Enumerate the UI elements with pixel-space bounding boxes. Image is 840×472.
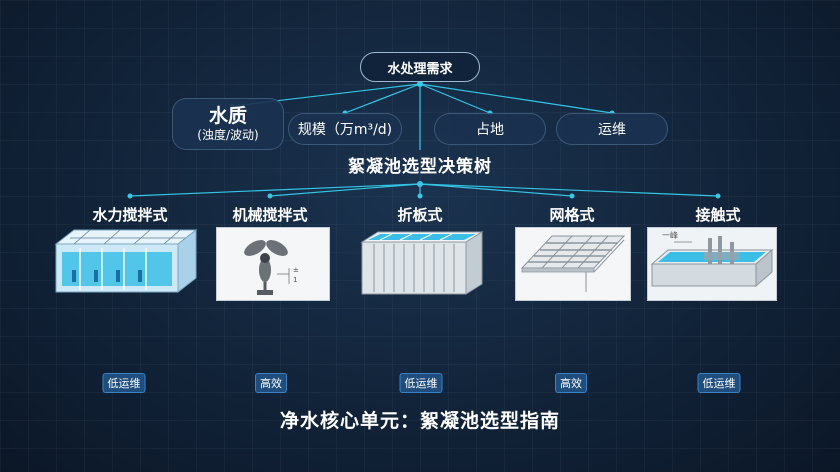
- hydraulic-tank-illustration: [54, 228, 198, 294]
- badge-mechanical: 高效: [255, 373, 287, 393]
- type-label-grid: 网格式: [549, 206, 595, 224]
- node-hydraulic: [127, 193, 133, 199]
- connector-om: [419, 83, 613, 114]
- mechanical-mixer-illustration: ± 1: [216, 227, 330, 301]
- contact-mark: 一峰: [662, 231, 678, 240]
- type-label-mechanical: 机械搅拌式: [232, 206, 308, 224]
- node-tree: [417, 181, 423, 187]
- need-scale-label: 规模（万m³/d): [297, 122, 393, 138]
- badge-baffle: 低运维: [399, 373, 443, 393]
- need-scale: 规模（万m³/d): [288, 113, 402, 145]
- need-om: 运维: [556, 113, 668, 145]
- root-node: 水处理需求: [360, 52, 480, 82]
- node-mechanical: [267, 193, 273, 199]
- type-label-baffle: 折板式: [397, 206, 443, 224]
- mixer-mark-one: 1: [293, 276, 298, 284]
- contact-tank-illustration: 一峰: [647, 227, 777, 301]
- tree-title: 絮凝池选型决策树: [348, 157, 492, 177]
- badge-contact: 低运维: [697, 373, 741, 393]
- badge-hydraulic: 低运维: [102, 373, 146, 393]
- connector-scale: [344, 83, 421, 114]
- need-water-quality-label: 水质: [208, 105, 247, 127]
- need-water-quality-sub: (浊度/波动): [197, 128, 259, 142]
- connector-grid: [419, 183, 573, 197]
- node-contact: [715, 193, 721, 199]
- connector-hydraulic: [129, 183, 421, 197]
- need-land: 占地: [434, 113, 546, 145]
- type-label-hydraulic: 水力搅拌式: [92, 206, 168, 224]
- need-land-label: 占地: [476, 122, 504, 138]
- baffle-tank-illustration: [360, 231, 484, 295]
- type-label-contact: 接触式: [695, 206, 741, 224]
- grid-screen-illustration: [515, 227, 631, 301]
- connector-land: [419, 83, 491, 114]
- need-water-quality: 水质 (浊度/波动): [172, 98, 284, 150]
- mixer-blade-icon: [244, 240, 290, 295]
- node-grid: [569, 193, 575, 199]
- node-root: [417, 81, 423, 87]
- badge-grid: 高效: [555, 373, 587, 393]
- root-label: 水处理需求: [387, 61, 453, 77]
- need-om-label: 运维: [598, 122, 626, 138]
- mixer-mark-plusminus: ±: [293, 266, 299, 274]
- connector-contact: [419, 183, 719, 197]
- footer-title: 净水核心单元：絮凝池选型指南: [279, 410, 560, 432]
- contact-tank-icon: [650, 236, 774, 288]
- connector-mechanical: [269, 183, 421, 197]
- grid-frame-icon: [520, 235, 626, 292]
- node-baffle: [417, 193, 423, 199]
